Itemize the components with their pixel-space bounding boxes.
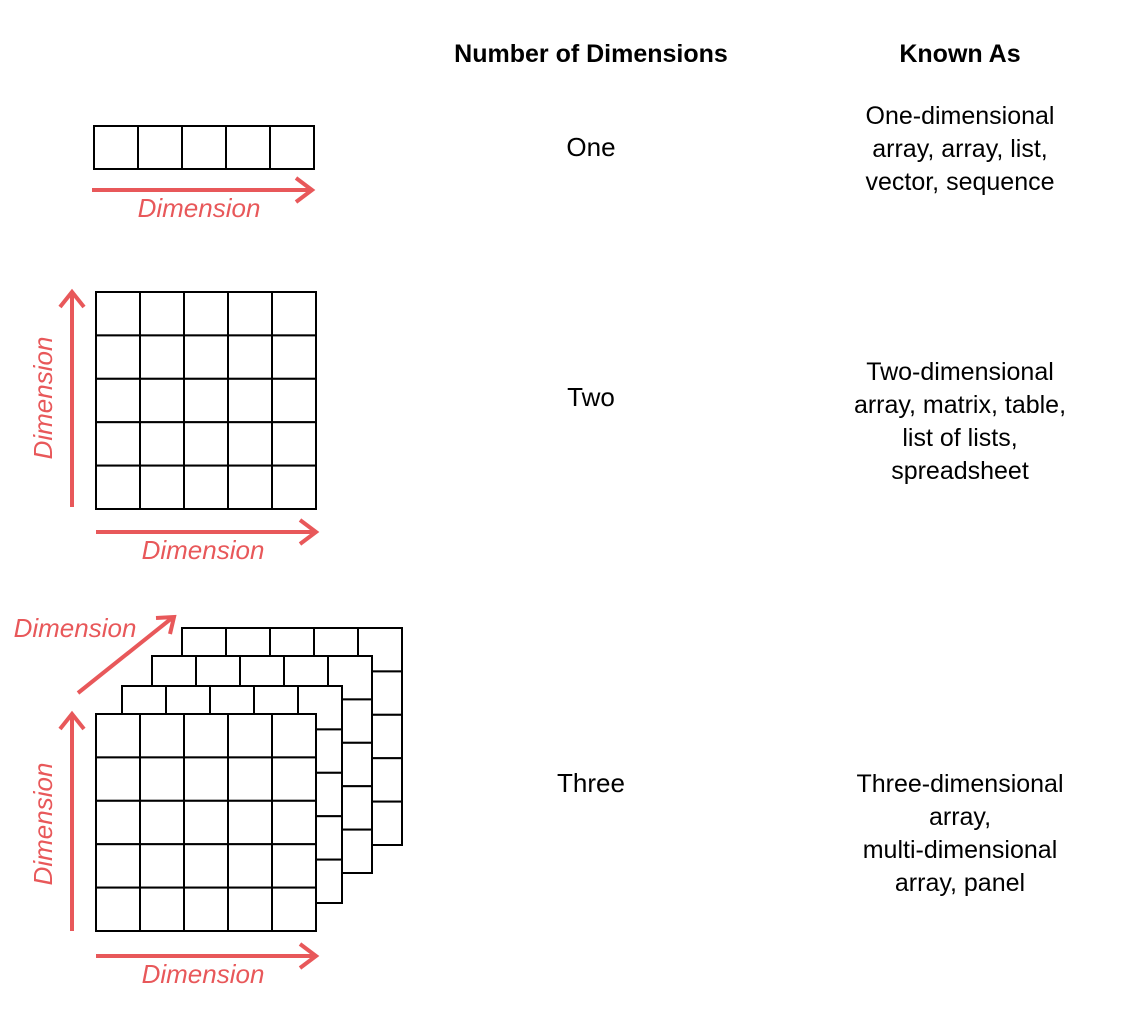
- known-as-line: array,: [928, 803, 992, 831]
- header-known-as: Known As: [899, 40, 1021, 68]
- array-cell: [95, 377, 141, 424]
- array-cell: [271, 464, 317, 511]
- known-as-line: array, array, list,: [872, 135, 1048, 163]
- header-number-of-dimensions: Number of Dimensions: [454, 40, 728, 68]
- array-cell: [271, 377, 317, 424]
- array-cell: [183, 377, 229, 424]
- arrowhead-icon: [155, 614, 177, 635]
- array-cell: [95, 843, 141, 889]
- known-as-line: Two-dimensional: [866, 358, 1054, 386]
- array-cell: [227, 799, 273, 846]
- array-cell: [225, 125, 271, 170]
- row-three-count: Three: [557, 768, 625, 798]
- array-cell: [139, 756, 185, 802]
- array-cell: [95, 291, 141, 337]
- array-cell: [95, 756, 141, 802]
- known-as-line: One-dimensional: [865, 102, 1055, 130]
- array-cell: [95, 886, 141, 932]
- row-three-known-as: Three-dimensional array, multi-dimension…: [830, 768, 1090, 900]
- array-row: [93, 125, 315, 170]
- row-one-known-as: One-dimensional array, array, list, vect…: [830, 100, 1090, 199]
- arrowhead-icon: [298, 518, 320, 546]
- array-cell: [269, 125, 315, 170]
- dimension-arrow: [76, 616, 174, 695]
- row-two-known-as: Two-dimensional array, matrix, table, li…: [830, 356, 1090, 488]
- array-cell: [183, 421, 229, 467]
- array-cell: [271, 843, 317, 889]
- array-cell: [227, 756, 273, 802]
- array-cell: [227, 334, 273, 380]
- array-cell: [183, 799, 229, 846]
- array-cell: [139, 334, 185, 380]
- array-grid: [95, 291, 317, 511]
- array-cell: [139, 377, 185, 424]
- array-cell: [95, 421, 141, 467]
- known-as-line: array, matrix, table,: [853, 391, 1067, 419]
- dimension-label: Dimension: [138, 193, 261, 223]
- array-cell: [95, 713, 141, 759]
- array-cell: [183, 843, 229, 889]
- array-cell: [227, 421, 273, 467]
- array-cell: [227, 713, 273, 759]
- array-cell: [139, 799, 185, 846]
- array-cell: [227, 843, 273, 889]
- array-cell: [139, 464, 185, 511]
- arrowhead-icon: [58, 710, 86, 731]
- known-as-line: vector, sequence: [865, 168, 1055, 196]
- one-dimensional-array-figure: [93, 125, 315, 170]
- array-layer-front: [95, 713, 317, 932]
- arrowhead-icon: [298, 942, 320, 970]
- array-cell: [227, 377, 273, 424]
- three-dimensional-array-figure: [95, 627, 403, 932]
- arrowhead-icon: [294, 176, 316, 204]
- dimension-label: Dimension: [14, 613, 137, 643]
- array-cell: [227, 291, 273, 337]
- array-cell: [139, 291, 185, 337]
- array-cell: [139, 421, 185, 467]
- array-cell: [227, 464, 273, 511]
- dimension-label: Dimension: [28, 337, 58, 460]
- array-cell: [139, 843, 185, 889]
- array-cell: [95, 799, 141, 846]
- array-cell: [271, 713, 317, 759]
- known-as-line: list of lists,: [902, 424, 1018, 452]
- array-cell: [271, 799, 317, 846]
- row-two-count: Two: [567, 382, 615, 412]
- array-cell: [271, 886, 317, 932]
- array-cell: [183, 334, 229, 380]
- row-one-count: One: [566, 132, 616, 162]
- known-as-line: array, panel: [894, 869, 1026, 897]
- array-cell: [183, 886, 229, 932]
- array-cell: [183, 464, 229, 511]
- array-cell: [183, 291, 229, 337]
- array-cell: [271, 756, 317, 802]
- array-cell: [95, 464, 141, 511]
- dimension-label: Dimension: [28, 763, 58, 886]
- array-cell: [137, 125, 183, 170]
- array-cell: [139, 886, 185, 932]
- arrowhead-icon: [58, 288, 86, 309]
- array-cell: [93, 125, 139, 170]
- dimension-label: Dimension: [142, 959, 265, 989]
- array-cell: [271, 291, 317, 337]
- array-cell: [95, 334, 141, 380]
- array-cell: [183, 713, 229, 759]
- known-as-line: Three-dimensional: [856, 770, 1064, 798]
- known-as-line: multi-dimensional: [862, 836, 1058, 864]
- array-cell: [271, 421, 317, 467]
- array-cell: [271, 334, 317, 380]
- array-cell: [227, 886, 273, 932]
- two-dimensional-array-figure: [95, 291, 317, 511]
- array-cell: [181, 125, 227, 170]
- array-cell: [183, 756, 229, 802]
- dimension-label: Dimension: [142, 535, 265, 565]
- known-as-line: spreadsheet: [891, 457, 1029, 485]
- array-cell: [139, 713, 185, 759]
